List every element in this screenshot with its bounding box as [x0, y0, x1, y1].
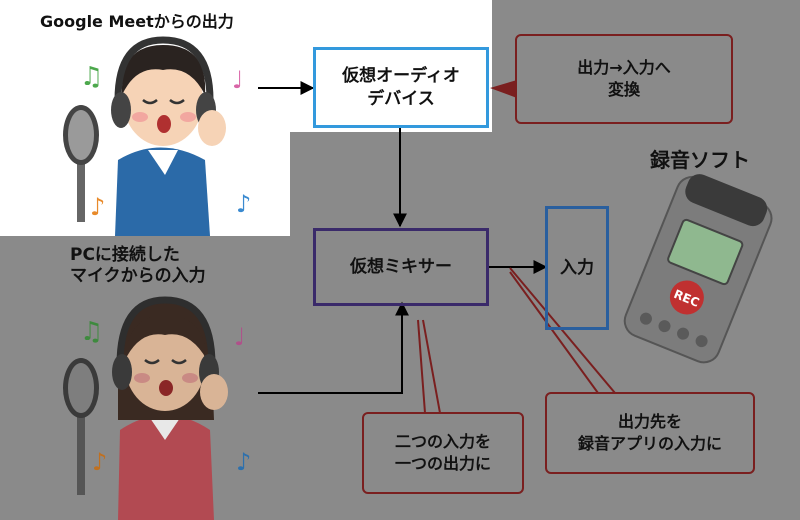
svg-text:♪: ♪: [90, 193, 105, 221]
convert-callout: 出力→入力へ 変換: [515, 34, 733, 124]
svg-text:♪: ♪: [236, 190, 251, 218]
svg-text:♩: ♩: [232, 66, 243, 94]
svg-text:♩: ♩: [234, 323, 245, 351]
virtual-audio-device-line2: デバイス: [367, 88, 435, 109]
recorder-title: 録音ソフト: [650, 148, 750, 172]
pc-mic-label-line1: PCに接続した: [70, 245, 180, 265]
pc-mic-label-line2: マイクからの入力: [70, 266, 206, 287]
convert-callout-line2: 変換: [607, 80, 640, 99]
arrow-mic-to-mixer: [258, 301, 409, 394]
meet-output-label: Google Meetからの出力: [40, 12, 234, 31]
merge-callout: 二つの入力を 一つの出力に: [362, 412, 524, 494]
svg-text:♪: ♪: [236, 448, 251, 476]
route-callout: 出力先を 録音アプリの入力に: [545, 392, 755, 474]
convert-callout-pointer: [490, 80, 517, 98]
convert-callout-line1: 出力→入力へ: [577, 58, 671, 78]
virtual-mixer-box: 仮想ミキサー: [313, 228, 489, 306]
music-note-icon: ♫ ♩ ♪ ♪: [80, 317, 251, 476]
virtual-audio-device-line1: 仮想オーディオ: [342, 66, 460, 87]
route-callout-line2: 録音アプリの入力に: [577, 434, 722, 453]
merge-callout-line1: 二つの入力を: [394, 432, 491, 452]
svg-text:♪: ♪: [92, 448, 107, 476]
route-callout-line1: 出力先を: [617, 412, 682, 432]
virtual-audio-device-box: 仮想オーディオ デバイス: [313, 47, 489, 128]
svg-text:♫: ♫: [80, 317, 103, 347]
headphone-singer-man-illustration: ♫ ♩ ♪ ♪: [63, 36, 251, 236]
pc-mic-label: PCに接続した マイクからの入力: [70, 245, 270, 288]
merge-callout-line2: 一つの出力に: [394, 454, 491, 473]
svg-text:♫: ♫: [80, 62, 103, 92]
music-note-icon: ♫ ♩ ♪ ♪: [80, 62, 251, 221]
input-box: 入力: [545, 206, 609, 330]
